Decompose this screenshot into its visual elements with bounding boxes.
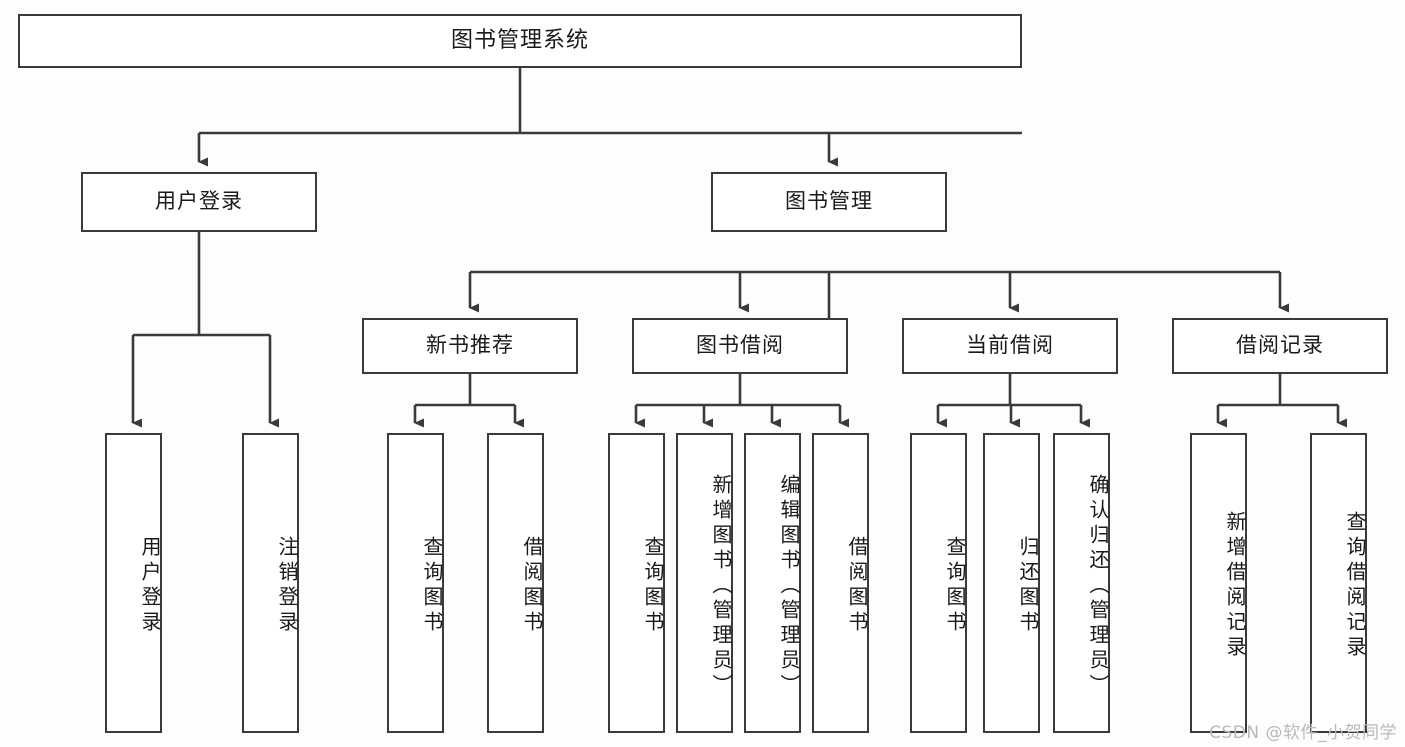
node-leaf-confirm-return-admin[interactable]: 确认归还（管理员） xyxy=(1053,433,1110,733)
node-borrow-record[interactable]: 借阅记录 xyxy=(1172,318,1388,374)
node-leaf-borrow-book[interactable]: 借阅图书 xyxy=(812,433,869,733)
leaf-label: 借阅图书 xyxy=(520,536,544,636)
node-leaf-query-book-current[interactable]: 查询图书 xyxy=(910,433,967,733)
leaf-label: 查询图书 xyxy=(420,536,444,636)
node-new-book-recommend[interactable]: 新书推荐 xyxy=(362,318,578,374)
node-current-borrow[interactable]: 当前借阅 xyxy=(902,318,1118,374)
leaf-label: 用户登录 xyxy=(138,536,162,636)
leaf-label: 新增图书（管理员） xyxy=(709,473,733,699)
node-leaf-add-borrow-record[interactable]: 新增借阅记录 xyxy=(1190,433,1247,733)
leaf-label: 归还图书 xyxy=(1016,536,1040,636)
node-leaf-borrow-book-rec[interactable]: 借阅图书 xyxy=(487,433,544,733)
leaf-label: 确认归还（管理员） xyxy=(1086,473,1110,699)
leaf-label: 注销登录 xyxy=(275,536,299,636)
node-book-manage[interactable]: 图书管理 xyxy=(711,172,947,232)
csdn-watermark: CSDN @软件_小贺同学 xyxy=(1209,723,1397,743)
leaf-label: 借阅图书 xyxy=(845,536,869,636)
leaf-label: 查询图书 xyxy=(641,536,665,636)
leaf-label: 查询借阅记录 xyxy=(1343,511,1367,661)
node-leaf-user-login[interactable]: 用户登录 xyxy=(105,433,162,733)
node-leaf-query-borrow-record[interactable]: 查询借阅记录 xyxy=(1310,433,1367,733)
leaf-label: 查询图书 xyxy=(943,536,967,636)
node-user-login[interactable]: 用户登录 xyxy=(81,172,317,232)
leaf-label: 新增借阅记录 xyxy=(1223,511,1247,661)
node-leaf-edit-book-admin[interactable]: 编辑图书（管理员） xyxy=(744,433,801,733)
node-root-system[interactable]: 图书管理系统 xyxy=(18,14,1022,68)
leaf-label: 编辑图书（管理员） xyxy=(777,473,801,699)
node-leaf-logout[interactable]: 注销登录 xyxy=(242,433,299,733)
node-leaf-query-book-borrow[interactable]: 查询图书 xyxy=(608,433,665,733)
node-leaf-add-book-admin[interactable]: 新增图书（管理员） xyxy=(676,433,733,733)
node-leaf-return-book[interactable]: 归还图书 xyxy=(983,433,1040,733)
node-book-borrow[interactable]: 图书借阅 xyxy=(632,318,848,374)
node-leaf-query-book-rec[interactable]: 查询图书 xyxy=(387,433,444,733)
